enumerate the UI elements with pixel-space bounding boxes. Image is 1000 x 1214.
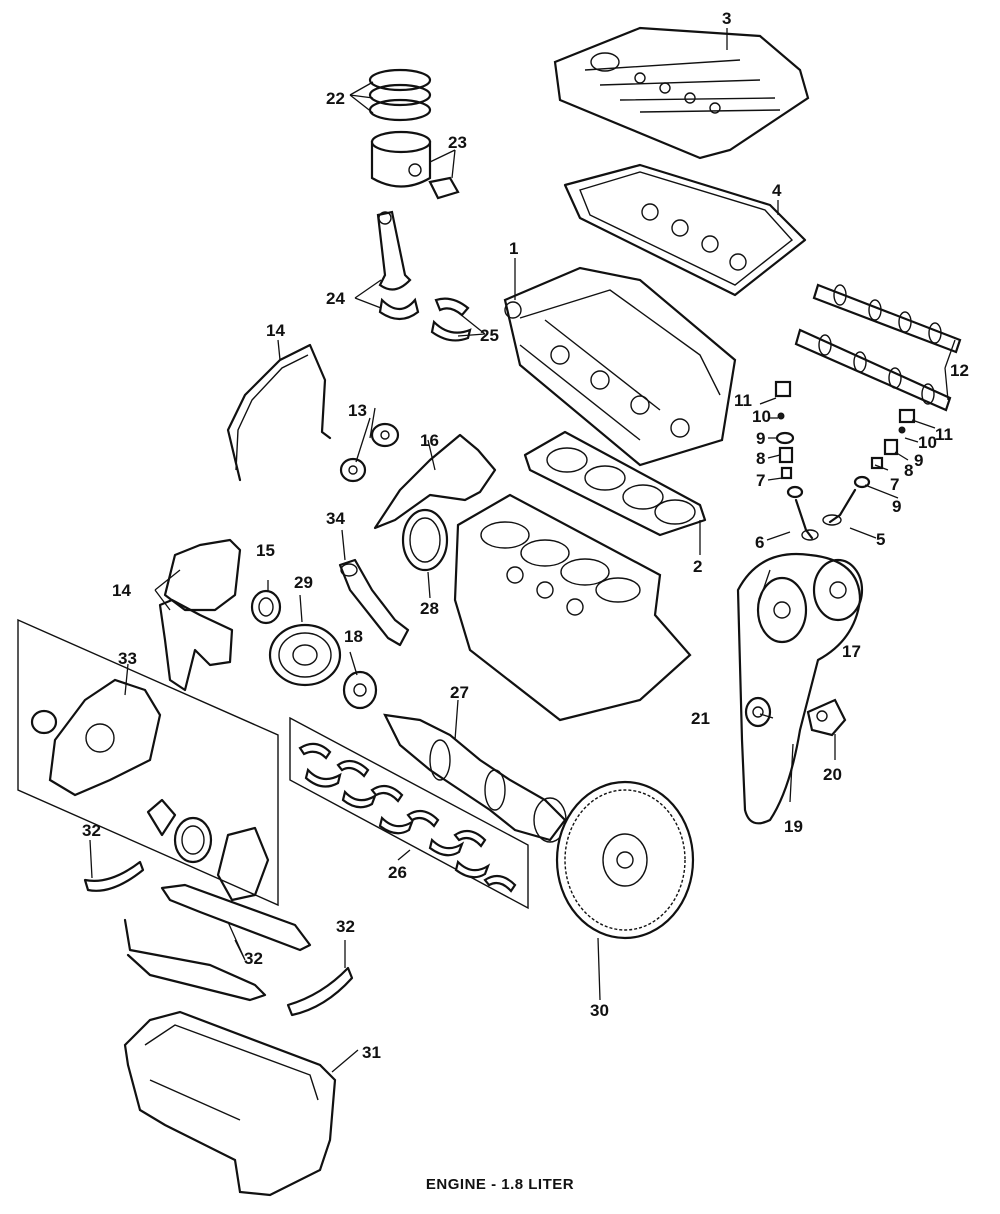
callout-11b: 11 <box>935 425 953 444</box>
part-29-crank-pulley <box>268 623 342 687</box>
callout-15: 15 <box>256 541 275 560</box>
callout-4: 4 <box>772 181 782 200</box>
callout-14a: 14 <box>266 321 285 340</box>
callout-33: 33 <box>118 649 137 668</box>
callout-24: 24 <box>326 289 345 308</box>
callout-7a: 7 <box>756 471 765 490</box>
callout-32b: 32 <box>244 949 263 968</box>
callout-7b: 7 <box>890 475 899 494</box>
callout-34: 34 <box>326 509 345 528</box>
callout-2: 2 <box>693 557 702 576</box>
part-14-timing-cover-upper <box>226 343 332 482</box>
part-18-sprocket <box>342 670 378 710</box>
callout-12: 12 <box>950 361 969 380</box>
callout-14b: 14 <box>112 581 131 600</box>
callout-16: 16 <box>420 431 439 450</box>
callout-10b: 10 <box>918 433 937 452</box>
callout-11a: 11 <box>734 391 752 410</box>
part-31-oil-pan <box>123 1010 337 1197</box>
part-26-main-bearings-group <box>289 716 529 910</box>
callout-17: 17 <box>842 642 861 661</box>
diagram-caption: ENGINE - 1.8 LITER <box>425 1176 575 1193</box>
callout-8a: 8 <box>756 449 765 468</box>
part-4-cover-gasket <box>563 163 807 297</box>
part-15-seal <box>250 589 282 625</box>
callout-8b: 8 <box>904 461 913 480</box>
part-12-camshafts <box>794 283 962 412</box>
callout-3: 3 <box>722 9 731 28</box>
callout-9b: 9 <box>914 451 923 470</box>
engine-block <box>453 493 692 722</box>
part-20-tensioner <box>806 698 847 737</box>
callout-32a: 32 <box>82 821 101 840</box>
callout-22: 22 <box>326 89 345 108</box>
callout-10a: 10 <box>752 407 771 426</box>
callout-30: 30 <box>590 1001 609 1020</box>
callout-19: 19 <box>784 817 803 836</box>
leader-lines <box>89 28 956 1073</box>
callout-5: 5 <box>876 530 885 549</box>
part-25-rod-bearings <box>430 297 472 342</box>
part-30-flywheel <box>555 780 695 940</box>
part-23-piston <box>370 130 460 200</box>
callout-32c: 32 <box>336 917 355 936</box>
part-21-idler <box>744 696 772 728</box>
part-3-head-cover <box>553 26 810 160</box>
callout-18: 18 <box>344 627 363 646</box>
part-17-cam-sprockets <box>756 558 864 644</box>
callout-29: 29 <box>294 573 313 592</box>
part-1-cylinder-head <box>503 266 737 467</box>
part-19-timing-belt <box>736 552 862 825</box>
callout-25: 25 <box>480 326 499 345</box>
callout-20: 20 <box>823 765 842 784</box>
part-34-oil-pickup <box>338 558 410 647</box>
callout-27: 27 <box>450 683 469 702</box>
part-22-piston-rings <box>368 68 432 122</box>
callout-31: 31 <box>362 1043 381 1062</box>
part-28-oil-seal <box>401 508 449 572</box>
part-33-oil-pump-group <box>17 618 279 907</box>
callout-21: 21 <box>691 709 710 728</box>
callout-26: 26 <box>388 863 407 882</box>
callout-23: 23 <box>448 133 467 152</box>
callout-9a: 9 <box>756 429 765 448</box>
callout-1: 1 <box>509 239 518 258</box>
part-2-head-gasket <box>523 430 707 537</box>
part-32-pan-gaskets <box>83 860 354 1017</box>
part-16-rear-plate <box>373 433 497 530</box>
callout-labels: 3 4 1 2 5 6 7 8 9 10 11 7 9 8 9 10 11 12… <box>82 9 969 1062</box>
valve-train-parts <box>774 380 916 541</box>
callout-13: 13 <box>348 401 367 420</box>
callout-28: 28 <box>420 599 439 618</box>
part-13-pulleys <box>339 422 400 483</box>
callout-9c: 9 <box>892 497 901 516</box>
part-14-timing-cover-lower <box>158 538 242 692</box>
callout-6: 6 <box>755 533 764 552</box>
part-24-connecting-rod <box>376 210 420 321</box>
